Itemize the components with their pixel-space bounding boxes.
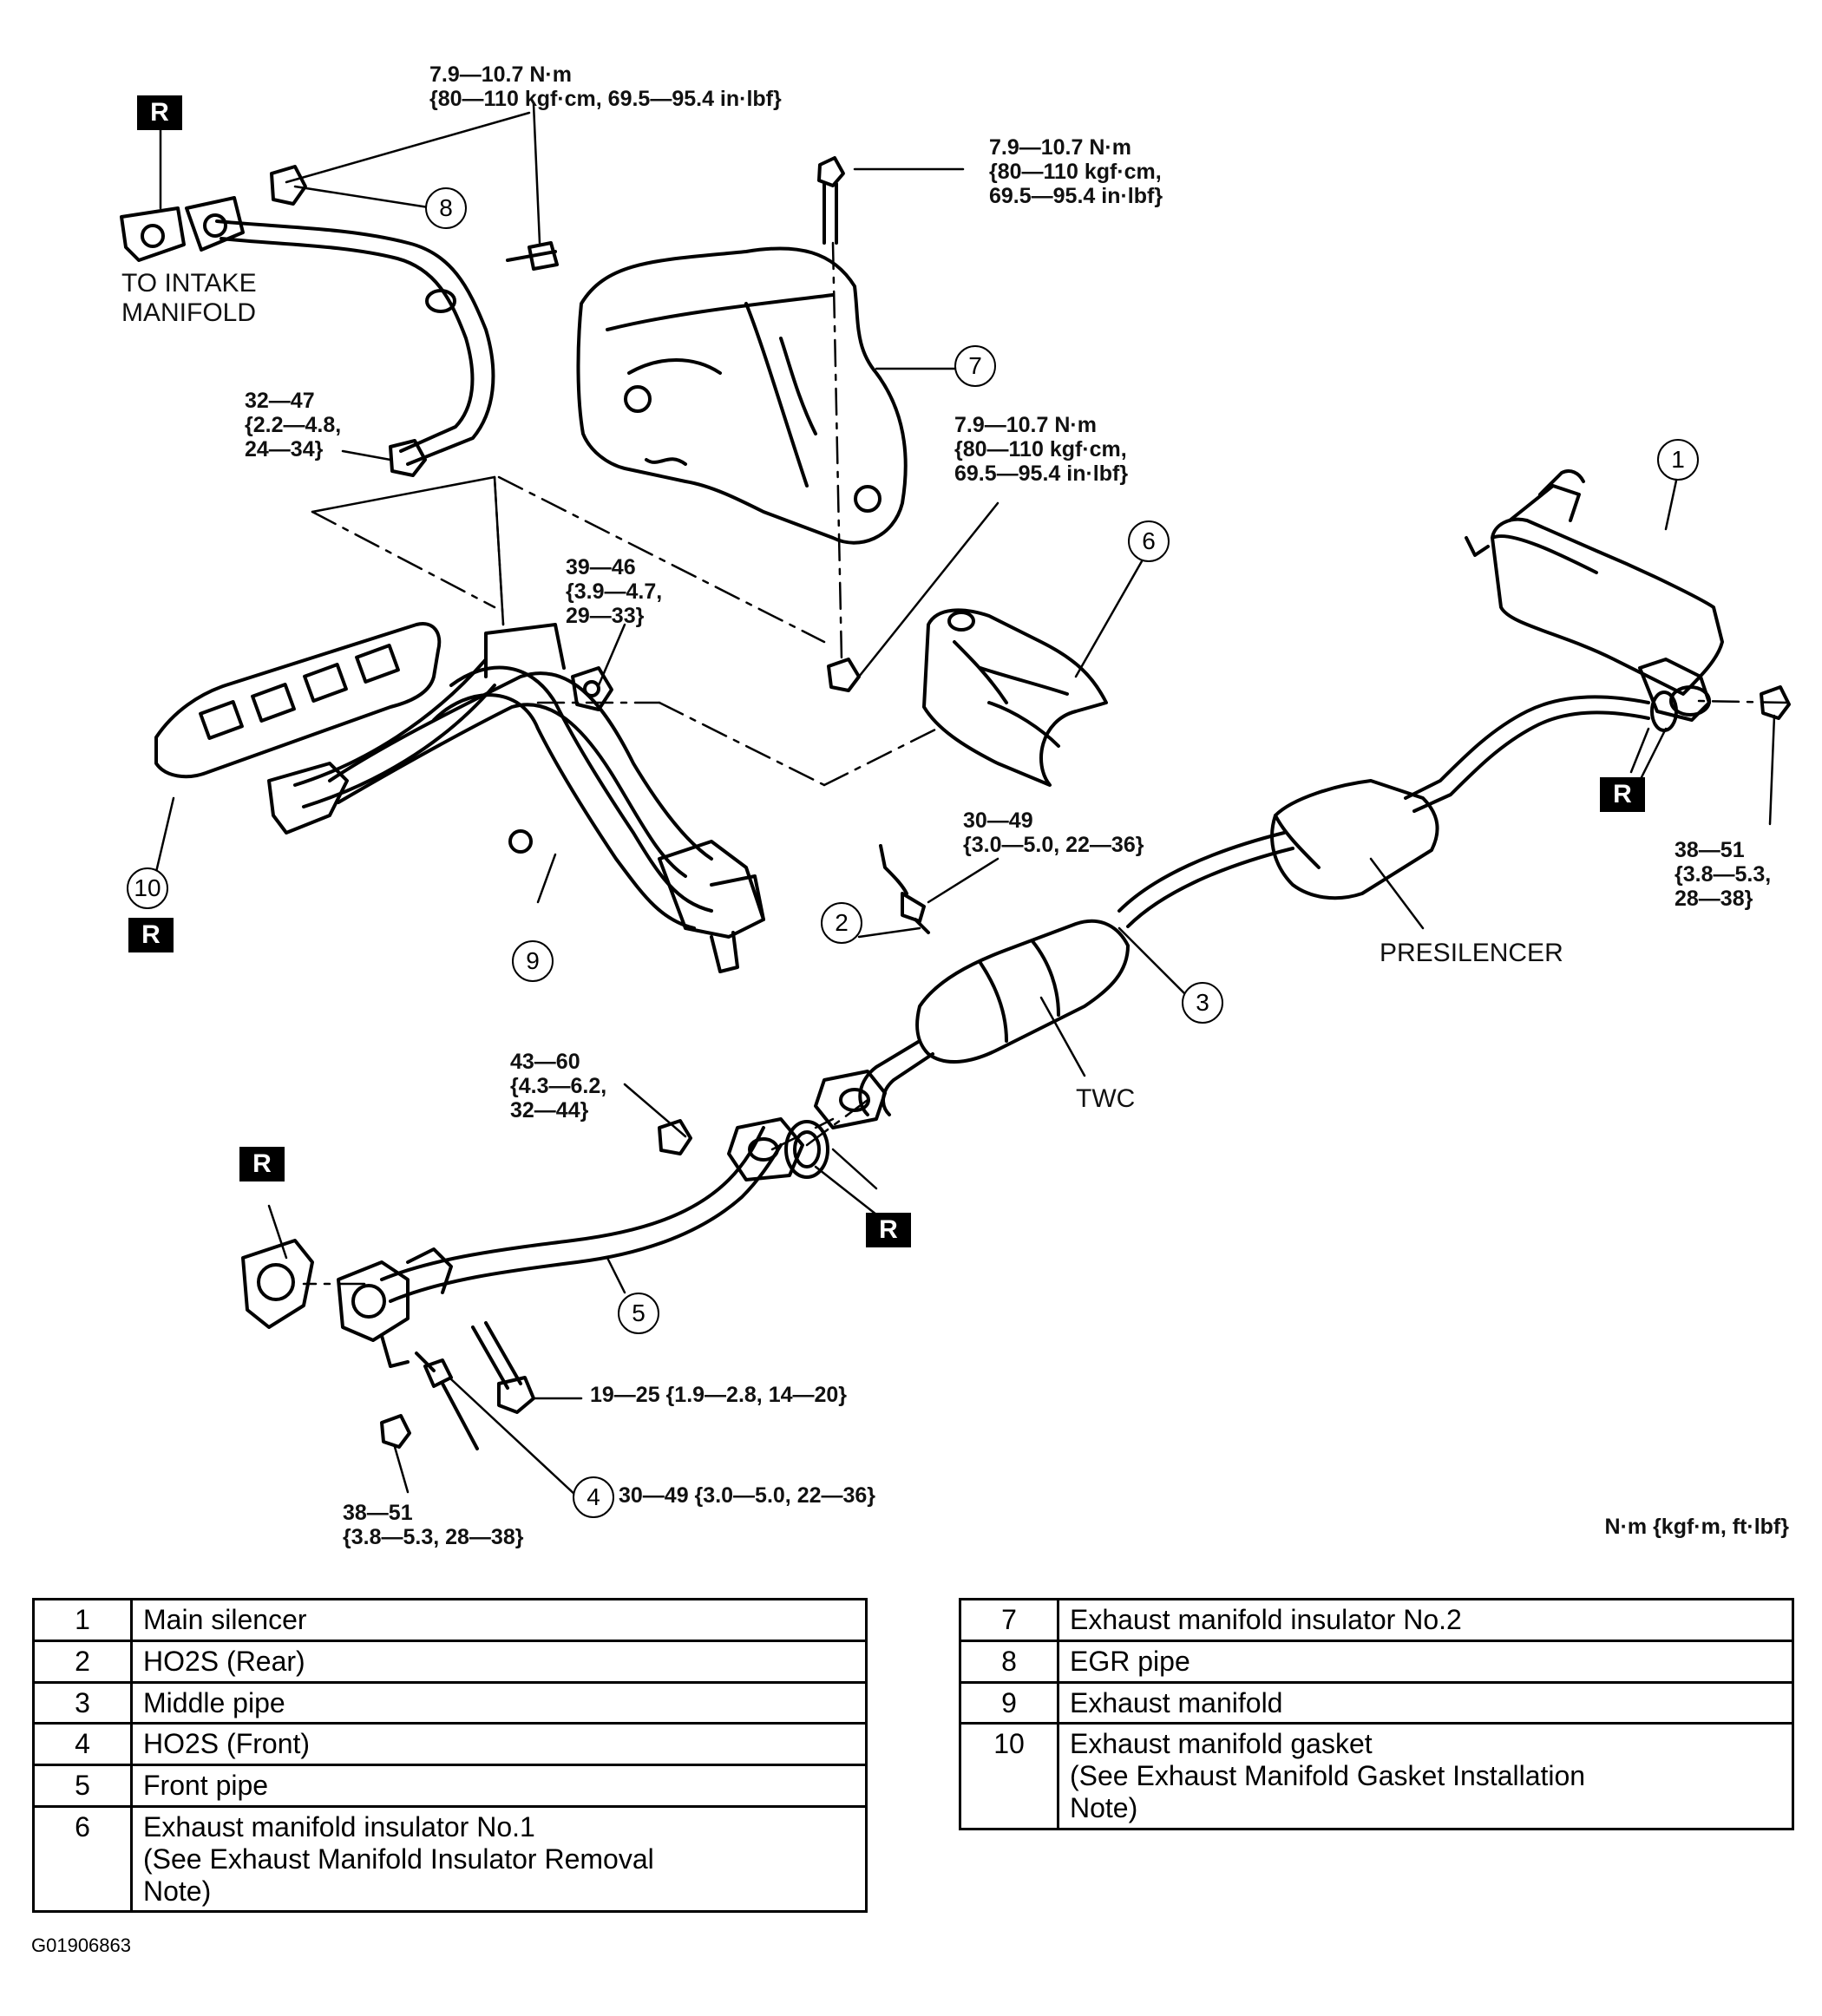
legend-description: Exhaust manifold gasket (See Exhaust Man… xyxy=(1057,1722,1794,1830)
legend-description: Exhaust manifold xyxy=(1057,1680,1794,1725)
torque-label-manifold-nut: 39—46 {3.9—4.7, 29—33} xyxy=(566,555,663,628)
leader-lines xyxy=(154,102,1776,1498)
egr-flange xyxy=(120,196,245,262)
legend-description: Front pipe xyxy=(130,1764,868,1808)
torque-label-front-pipe-nut: 43—60 {4.3—6.2, 32—44} xyxy=(510,1050,607,1123)
callout-4: 4 xyxy=(573,1476,614,1518)
egr-nut-upper xyxy=(270,165,307,206)
twc-catalytic-converter xyxy=(858,919,1130,1116)
torque-label-ho2s-front: 30—49 {3.0—5.0, 22—36} xyxy=(619,1483,876,1508)
exhaust-manifold xyxy=(267,623,765,973)
torque-label-insulator-2-bolt: 7.9—10.7 N·m {80—110 kgf·cm, 69.5—95.4 i… xyxy=(989,135,1163,208)
legend-number: 6 xyxy=(32,1804,133,1914)
replace-badge: R xyxy=(239,1147,285,1181)
legend-description: HO2S (Front) xyxy=(130,1722,868,1767)
front-pipe-gasket xyxy=(241,1239,314,1329)
egr-stud xyxy=(506,241,559,271)
callout-10: 10 xyxy=(127,867,168,909)
middle-pipe xyxy=(1117,695,1650,928)
callout-2: 2 xyxy=(821,902,862,944)
silencer-nut xyxy=(1760,685,1791,720)
torque-label-egr-upper: 7.9—10.7 N·m {80—110 kgf·cm, 69.5—95.4 i… xyxy=(429,62,782,111)
exhaust-manifold-insulator-1 xyxy=(922,608,1108,787)
callout-8: 8 xyxy=(425,187,467,229)
front-pipe xyxy=(337,1117,804,1368)
ho2s-front xyxy=(415,1352,479,1450)
torque-label-ho2s-rear: 30—49 {3.0—5.0, 22—36} xyxy=(963,808,1144,857)
legend-number: 1 xyxy=(32,1598,133,1642)
legend-number: 10 xyxy=(959,1722,1059,1830)
callout-6: 6 xyxy=(1128,520,1170,562)
alignment-lines xyxy=(302,241,1789,1286)
torque-label-front-pipe-bolt: 19—25 {1.9—2.8, 14—20} xyxy=(590,1383,848,1407)
main-silencer xyxy=(1465,469,1724,722)
figure-code: G01906863 xyxy=(31,1934,131,1956)
exhaust-manifold-insulator-2 xyxy=(576,246,908,545)
replace-badge: R xyxy=(1600,777,1645,812)
legend-number: 5 xyxy=(32,1764,133,1808)
ho2s-rear xyxy=(879,844,930,934)
legend-description: EGR pipe xyxy=(1057,1639,1794,1684)
label-twc: TWC xyxy=(1076,1084,1136,1113)
callout-1: 1 xyxy=(1657,439,1699,481)
callout-7: 7 xyxy=(954,345,996,387)
insulator-1-bolt xyxy=(827,658,861,692)
lower-nut xyxy=(380,1414,411,1449)
egr-pipe xyxy=(215,219,495,466)
exhaust-system-diagram xyxy=(120,102,1791,1498)
units-note: N·m {kgf·m, ft·lbf} xyxy=(1604,1515,1789,1539)
legend-description: HO2S (Rear) xyxy=(130,1639,868,1684)
legend-number: 8 xyxy=(959,1639,1059,1684)
manifold-nut xyxy=(571,666,613,711)
torque-label-main-silencer-nut: 38—51 {3.8—5.3, 28—38} xyxy=(1675,838,1772,911)
torque-label-lower-nut: 38—51 {3.8—5.3, 28—38} xyxy=(343,1501,524,1549)
egr-nut-lower xyxy=(389,439,427,477)
replace-badge: R xyxy=(866,1213,911,1247)
callout-3: 3 xyxy=(1182,982,1223,1024)
replace-badge: R xyxy=(128,918,174,952)
callout-5: 5 xyxy=(618,1293,659,1334)
legend-description: Main silencer xyxy=(130,1598,868,1642)
legend-number: 7 xyxy=(959,1598,1059,1642)
replace-badge: R xyxy=(137,95,182,130)
legend-description: Exhaust manifold insulator No.1 (See Exh… xyxy=(130,1804,868,1914)
lower-frame-lines xyxy=(311,475,505,626)
front-pipe-nut xyxy=(658,1119,692,1155)
label-to-intake-manifold: TO INTAKE MANIFOLD xyxy=(121,269,257,327)
front-pipe-bolt xyxy=(471,1321,535,1414)
presilencer xyxy=(1270,779,1439,900)
callout-9: 9 xyxy=(512,940,554,982)
legend-description: Middle pipe xyxy=(130,1680,868,1725)
insulator-2-bolt xyxy=(817,156,845,245)
legend-number: 2 xyxy=(32,1639,133,1684)
torque-label-insulator-1-bolt: 7.9—10.7 N·m {80—110 kgf·cm, 69.5—95.4 i… xyxy=(954,413,1129,486)
label-presilencer: PRESILENCER xyxy=(1380,939,1563,967)
torque-label-egr-lower: 32—47 {2.2—4.8, 24—34} xyxy=(245,389,342,461)
exhaust-manifold-gasket xyxy=(154,622,442,779)
legend-number: 4 xyxy=(32,1722,133,1767)
middle-pipe-flange xyxy=(814,1070,887,1129)
legend-number: 3 xyxy=(32,1680,133,1725)
legend-description: Exhaust manifold insulator No.2 xyxy=(1057,1598,1794,1642)
legend-number: 9 xyxy=(959,1680,1059,1725)
